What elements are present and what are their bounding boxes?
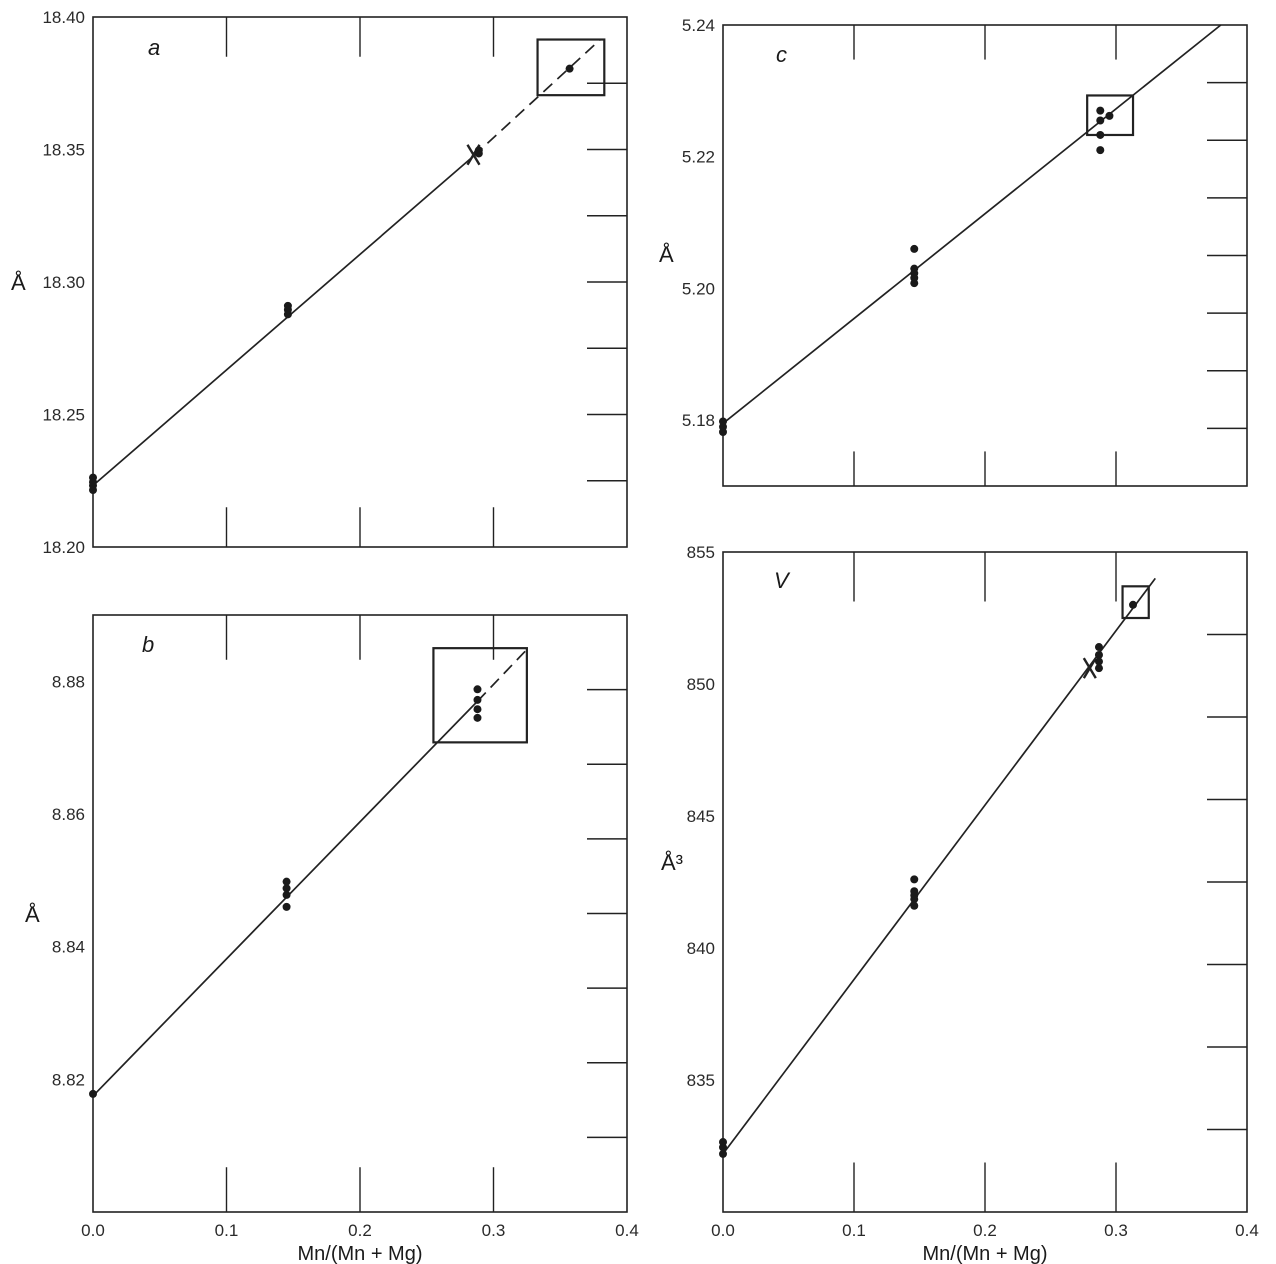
panel-c-data-point <box>1105 111 1114 120</box>
panel-v-x-marker <box>1082 657 1097 679</box>
panel-b-data-point <box>282 877 291 886</box>
panel-a-ytick-label: 18.20 <box>42 538 85 557</box>
panel-b-xtick-label: 0.4 <box>615 1221 639 1240</box>
panel-c-data-point <box>1096 130 1105 139</box>
panel-b-data-point <box>282 890 291 899</box>
panel-a-ytick-label: 18.30 <box>42 273 85 292</box>
panel-v-ytick-label: 855 <box>687 543 715 562</box>
panel-v-highlight-box <box>1121 585 1150 620</box>
panel-v-data-point <box>1094 657 1103 666</box>
panel-v-data-point <box>1094 664 1103 673</box>
panel-b-ytick-label: 8.88 <box>52 672 85 691</box>
panel-a-data-point <box>474 146 483 155</box>
panel-c-frame <box>722 24 1248 487</box>
panel-c-data-point <box>719 417 727 426</box>
panel-a-extrapolation-line <box>472 38 601 157</box>
panel-v-xtick-label: 0.4 <box>1235 1221 1259 1240</box>
panel-v-data-point <box>910 887 919 896</box>
panel-v-data-point <box>719 1149 727 1158</box>
panel-c-ytick-label: 5.18 <box>682 411 715 430</box>
panel-v-xtick-label: 0.3 <box>1104 1221 1128 1240</box>
panel-v-data-point <box>910 901 919 910</box>
panel-v-frame <box>722 551 1248 1213</box>
panel-b-ytick-label: 8.84 <box>52 938 85 957</box>
panel-c-highlight-box <box>1086 94 1135 137</box>
panel-c-data-point <box>910 244 919 253</box>
panel-b-extrapolation-line <box>476 648 528 702</box>
panel-c-data-point <box>910 264 919 273</box>
panel-v-xtick-label: 0.0 <box>711 1221 735 1240</box>
panel-v-ytick-label: 845 <box>687 807 715 826</box>
panel-b-ytick-label: 8.82 <box>52 1070 85 1089</box>
panel-b-data-point <box>473 695 482 704</box>
panel-b-xtick-label: 0.2 <box>348 1221 372 1240</box>
panel-v-letter: V <box>774 568 791 593</box>
panel-a-data-point <box>283 301 292 310</box>
panel-v-data-point <box>910 875 919 884</box>
panel-b-letter: b <box>142 632 154 657</box>
panel-v-ytick-label: 850 <box>687 675 715 694</box>
panel-a-ytick-label: 18.40 <box>42 8 85 27</box>
panel-v-ytick-label: 840 <box>687 939 715 958</box>
panel-b-highlight-box <box>432 647 528 744</box>
panel-v-ytick-label: 835 <box>687 1071 715 1090</box>
panel-a-data-point <box>89 473 97 482</box>
panel-c-data-point <box>1096 106 1105 115</box>
panel-c-ytick-label: 5.20 <box>682 279 715 298</box>
panel-a-ytick-label: 18.25 <box>42 406 85 425</box>
panel-a-fit-line <box>92 155 475 487</box>
panel-a-frame <box>92 16 628 548</box>
panel-a-letter: a <box>148 35 160 60</box>
panel-c-letter: c <box>776 42 787 67</box>
panel-a-highlight-box <box>536 38 606 97</box>
panel-v-data-point <box>1094 643 1103 652</box>
panel-a-data-point <box>565 64 574 73</box>
panel-v-xtick-label: 0.2 <box>973 1221 997 1240</box>
panel-b-xtick-label: 0.1 <box>215 1221 239 1240</box>
panel-b-xtick-label: 0.3 <box>482 1221 506 1240</box>
panel-b-xlabel: Mn/(Mn + Mg) <box>297 1243 422 1264</box>
panel-v-data-point <box>1129 600 1138 609</box>
panel-b-data-point <box>473 685 482 694</box>
panel-b-data-point <box>473 713 482 722</box>
panel-b-unit-label: Å <box>25 902 40 927</box>
panel-b-frame <box>92 614 628 1213</box>
panel-v-xlabel: Mn/(Mn + Mg) <box>922 1243 1047 1264</box>
panel-c-data-point <box>1096 116 1105 125</box>
panel-c-fit-line <box>722 24 1222 425</box>
panel-b-data-point <box>282 902 291 911</box>
panel-c-ytick-label: 5.24 <box>682 16 715 35</box>
panel-b-data-point <box>473 705 482 714</box>
panel-a-unit-label: Å <box>11 270 26 295</box>
panel-b-data-point <box>282 884 291 893</box>
panel-b-ytick-label: 8.86 <box>52 805 85 824</box>
panel-v-unit-label: Å³ <box>661 850 683 875</box>
panel-c-data-point <box>1096 146 1105 155</box>
panel-v-data-point <box>719 1138 727 1147</box>
panel-v-xtick-label: 0.1 <box>842 1221 866 1240</box>
panel-a-ytick-label: 18.35 <box>42 141 85 160</box>
panel-c-ytick-label: 5.22 <box>682 148 715 167</box>
panel-b-data-point <box>89 1089 97 1098</box>
panel-v-fit-line <box>722 577 1156 1155</box>
panel-v-data-point <box>1094 650 1103 659</box>
panel-b-xtick-label: 0.0 <box>81 1221 105 1240</box>
panel-c-unit-label: Å <box>659 242 674 267</box>
